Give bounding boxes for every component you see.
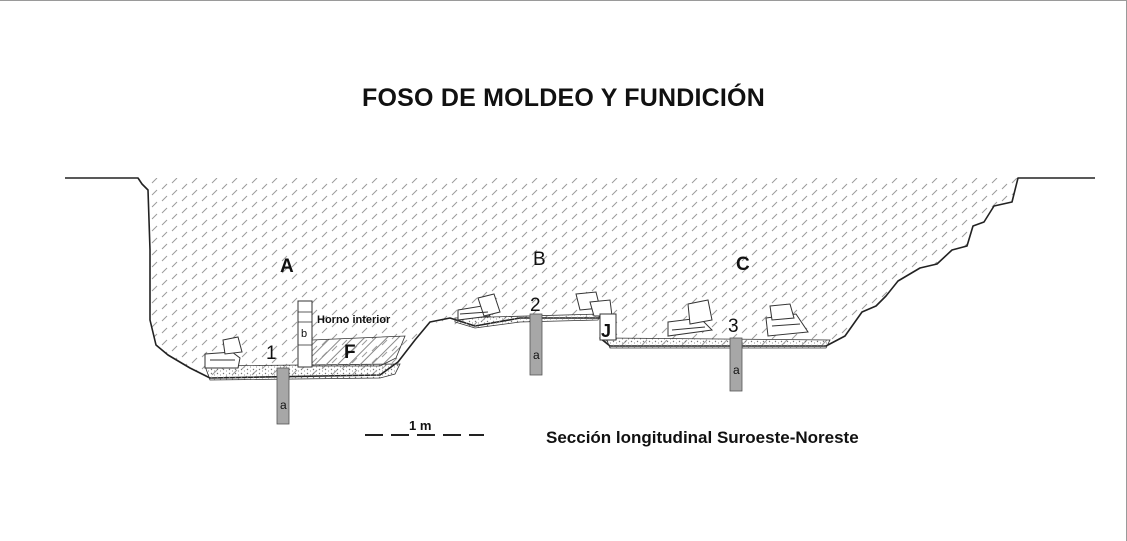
post-a-2 (529, 313, 543, 376)
post-label-b: b (301, 328, 307, 340)
mold-block-right-2 (765, 303, 809, 337)
floor-band-right (605, 337, 831, 349)
block-j (599, 313, 617, 341)
scale-label: 1 m (409, 418, 431, 433)
zone-label-b: B (533, 249, 546, 270)
post-label-a-1: a (280, 398, 287, 412)
post-a-3 (729, 337, 743, 392)
post-a-1 (276, 367, 290, 425)
zone-label-a: A (280, 256, 294, 277)
mold-block-left (204, 336, 243, 369)
figure-caption: Sección longitudinal Suroeste-Noreste (546, 428, 859, 447)
post-label-a-2: a (533, 348, 540, 362)
pit-number-1: 1 (266, 343, 277, 364)
pit-number-2: 2 (530, 295, 541, 316)
furnace-column (297, 300, 313, 368)
figure-title: FOSO DE MOLDEO Y FUNDICIÓN (362, 84, 765, 112)
mold-block-right-1 (667, 299, 714, 337)
pit-number-3: 3 (728, 316, 739, 337)
deposit-label-f: F (344, 342, 356, 363)
mold-block-middle-right (575, 291, 613, 317)
figure-border-top (0, 0, 1127, 1)
post-label-a-3: a (733, 363, 740, 377)
mold-block-middle-left (457, 293, 501, 321)
furnace-label: Horno interior (317, 314, 391, 326)
block-label-j: J (601, 321, 611, 341)
pit-fill (148, 178, 1018, 378)
zone-label-c: C (736, 254, 750, 275)
